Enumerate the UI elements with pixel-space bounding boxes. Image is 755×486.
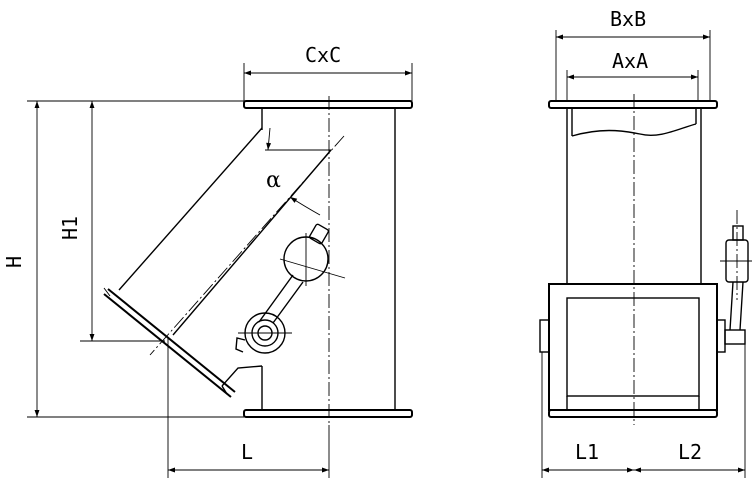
front-view: α CxC H (2, 43, 413, 478)
label-cxc: CxC (305, 43, 341, 67)
side-view: BxB AxA L1 L2 (539, 7, 752, 478)
bottom-flange (243, 409, 413, 418)
label-l2: L2 (678, 440, 702, 464)
side-top-flange (548, 100, 718, 109)
label-l1: L1 (575, 440, 599, 464)
side-counterweight (720, 225, 752, 331)
counterweight-lever (235, 223, 346, 354)
chute-centerline (149, 135, 345, 356)
alpha-arrow-1 (266, 127, 272, 151)
alpha-label: α (266, 168, 281, 193)
label-bxb: BxB (610, 7, 646, 31)
left-shaft (539, 319, 550, 353)
label-h1: H1 (58, 216, 82, 240)
right-shaft (716, 319, 726, 353)
label-l: L (241, 440, 253, 464)
inclined-chute (103, 127, 332, 398)
break-line (571, 123, 697, 137)
side-bottom-flange (548, 409, 718, 418)
alpha-arrow-2 (289, 196, 321, 216)
top-flange (243, 100, 413, 109)
gate-housing (548, 283, 718, 411)
label-axa: AxA (612, 49, 648, 73)
gate-window (566, 297, 700, 397)
label-h: H (2, 256, 26, 268)
